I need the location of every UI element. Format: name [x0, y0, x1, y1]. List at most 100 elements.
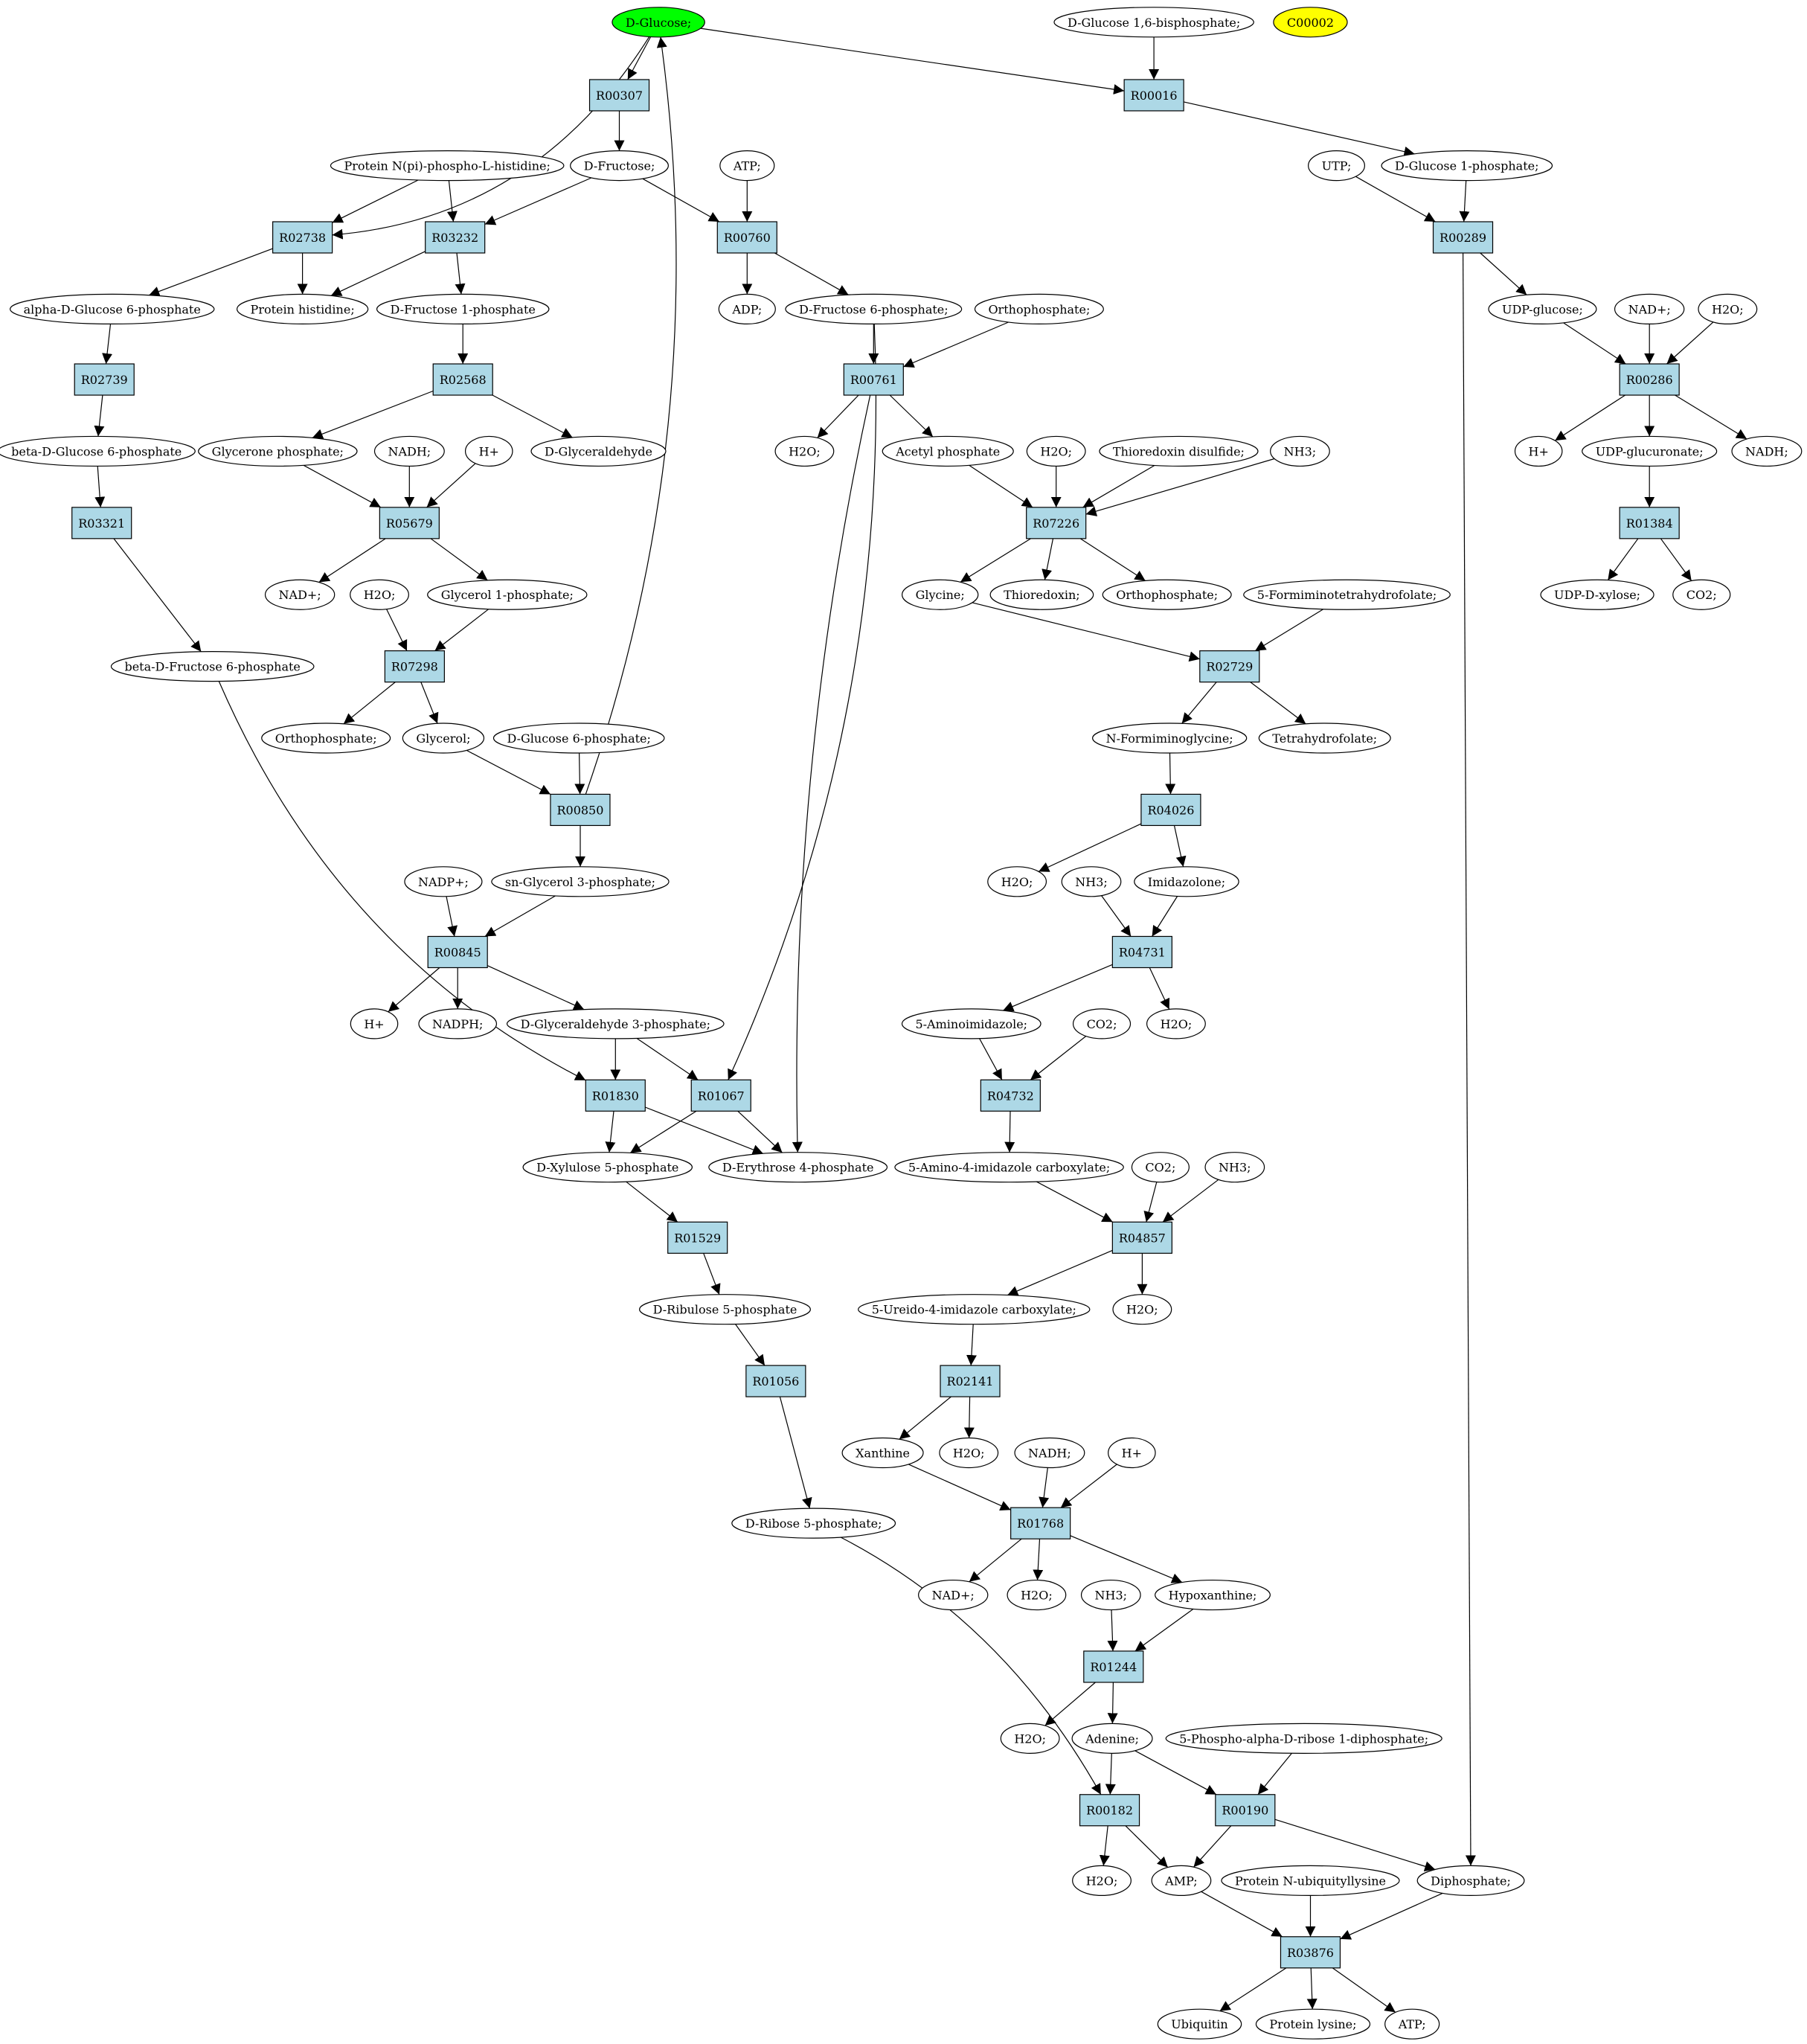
compound-node-nh3[interactable]: NH3; [1204, 1152, 1265, 1183]
compound-node-xanthine[interactable]: Xanthine [841, 1437, 924, 1469]
compound-node-glycerone-phosphate[interactable]: Glycerone phosphate; [198, 435, 358, 467]
compound-node-imidazolone[interactable]: Imidazolone; [1134, 866, 1239, 897]
compound-node-d-fructose[interactable]: D-Fructose; [570, 150, 669, 182]
compound-node-d-glucose-6-phosphate[interactable]: D-Glucose 6-phosphate; [492, 723, 665, 754]
reaction-node-r02729[interactable]: R02729 [1199, 650, 1260, 683]
compound-node-orthophosphate[interactable]: Orthophosphate; [261, 723, 391, 754]
compound-node-h[interactable]: H+ [464, 435, 513, 467]
compound-node-protein-histidine[interactable]: Protein histidine; [236, 293, 369, 324]
compound-node-5-amino-4-imidazole-carboxylate[interactable]: 5-Amino-4-imidazole carboxylate; [894, 1152, 1124, 1183]
compound-node-glycine[interactable]: Glycine; [902, 579, 979, 610]
compound-node-co2[interactable]: CO2; [1072, 1008, 1132, 1039]
reaction-node-r01830[interactable]: R01830 [585, 1079, 646, 1112]
compound-node-utp[interactable]: UTP; [1308, 150, 1365, 182]
compound-node-protein-lysine[interactable]: Protein lysine; [1255, 2008, 1371, 2040]
reaction-node-r03321[interactable]: R03321 [71, 507, 132, 539]
compound-node-h[interactable]: H+ [1514, 435, 1563, 467]
compound-node-atp[interactable]: ATP; [719, 150, 775, 182]
compound-node-nh3[interactable]: NH3; [1270, 435, 1330, 467]
reaction-node-r01067[interactable]: R01067 [690, 1079, 751, 1112]
compound-node-d-glyceraldehyde[interactable]: D-Glyceraldehyde [530, 435, 667, 467]
compound-node-d-ribulose-5-phosphate[interactable]: D-Ribulose 5-phosphate [639, 1294, 811, 1325]
reaction-node-r00760[interactable]: R00760 [716, 221, 777, 254]
reaction-node-r01056[interactable]: R01056 [745, 1365, 806, 1397]
compound-node-nh3[interactable]: NH3; [1061, 866, 1122, 897]
reaction-node-r03232[interactable]: R03232 [425, 221, 486, 254]
reaction-node-r01384[interactable]: R01384 [1619, 507, 1680, 539]
compound-node-adenine[interactable]: Adenine; [1071, 1723, 1153, 1754]
compound-node-h2o[interactable]: H2O; [939, 1437, 999, 1469]
reaction-node-r02141[interactable]: R02141 [940, 1365, 1001, 1397]
compound-node-udp-glucuronate[interactable]: UDP-glucuronate; [1582, 435, 1718, 467]
reaction-node-r00289[interactable]: R00289 [1432, 221, 1494, 254]
reaction-node-r07226[interactable]: R07226 [1026, 507, 1087, 539]
reaction-node-r00016[interactable]: R00016 [1123, 79, 1184, 112]
compound-node-h2o[interactable]: H2O; [1112, 1294, 1172, 1325]
reaction-node-r04857[interactable]: R04857 [1111, 1221, 1172, 1254]
compound-node-5-phospho-alpha-d-ribose-1-diphosphate[interactable]: 5-Phospho-alpha-D-ribose 1-diphosphate; [1165, 1723, 1442, 1754]
compound-node-h2o[interactable]: H2O; [1146, 1008, 1206, 1039]
compound-node-co2[interactable]: CO2; [1672, 579, 1731, 610]
compound-node-nadph[interactable]: NADPH; [418, 1008, 498, 1039]
compound-node-d-ribose-5-phosphate[interactable]: D-Ribose 5-phosphate; [731, 1508, 896, 1539]
compound-node-co2[interactable]: CO2; [1131, 1152, 1190, 1183]
compound-node-5-aminoimidazole[interactable]: 5-Aminoimidazole; [901, 1008, 1041, 1039]
compound-node-h2o[interactable]: H2O; [1000, 1723, 1060, 1754]
compound-node-h2o[interactable]: H2O; [774, 435, 835, 467]
compound-node-nh3[interactable]: NH3; [1080, 1579, 1141, 1611]
compound-node-h2o[interactable]: H2O; [1026, 435, 1086, 467]
compound-node-nad[interactable]: NAD+; [918, 1579, 989, 1611]
reaction-node-r00850[interactable]: R00850 [550, 793, 611, 827]
compound-node-beta-d-fructose-6-phosphate[interactable]: beta-D-Fructose 6-phosphate [110, 651, 315, 682]
compound-node-nad[interactable]: NAD+; [264, 579, 336, 610]
reaction-node-r00845[interactable]: R00845 [427, 935, 488, 969]
reaction-node-r01244[interactable]: R01244 [1083, 1650, 1144, 1683]
reaction-node-r00761[interactable]: R00761 [843, 363, 904, 396]
compound-node-nadp[interactable]: NADP+; [404, 866, 483, 897]
compound-node-nadh[interactable]: NADH; [1014, 1437, 1085, 1469]
reaction-node-r02568[interactable]: R02568 [432, 363, 493, 396]
reaction-node-r03876[interactable]: R03876 [1280, 1936, 1341, 1969]
compound-node-orthophosphate[interactable]: Orthophosphate; [974, 293, 1104, 324]
compound-node-orthophosphate[interactable]: Orthophosphate; [1102, 579, 1232, 610]
reaction-node-r01529[interactable]: R01529 [667, 1221, 728, 1254]
reaction-node-r00182[interactable]: R00182 [1079, 1794, 1140, 1827]
compound-node-thioredoxin-disulfide[interactable]: Thioredoxin disulfide; [1099, 435, 1259, 467]
compound-node-adp[interactable]: ADP; [718, 293, 776, 324]
compound-node-5-formiminotetrahydrofolate[interactable]: 5-Formiminotetrahydrofolate; [1243, 579, 1451, 610]
compound-node-protein-n-pi-phospho-l-histidine[interactable]: Protein N(pi)-phospho-L-histidine; [330, 150, 565, 182]
compound-node-h2o[interactable]: H2O; [1072, 1865, 1132, 1896]
compound-node-h[interactable]: H+ [350, 1008, 399, 1039]
reaction-node-r00190[interactable]: R00190 [1215, 1794, 1276, 1827]
compound-node-h2o[interactable]: H2O; [350, 579, 409, 610]
compound-node-h[interactable]: H+ [1108, 1437, 1156, 1469]
reaction-node-r02738[interactable]: R02738 [272, 221, 333, 254]
compound-node-nad[interactable]: NAD+; [1614, 293, 1685, 324]
compound-node-atp[interactable]: ATP; [1384, 2008, 1440, 2040]
reaction-node-r04732[interactable]: R04732 [980, 1079, 1041, 1112]
compound-node-h2o[interactable]: H2O; [1007, 1579, 1067, 1611]
compound-node-thioredoxin[interactable]: Thioredoxin; [989, 579, 1094, 610]
compound-node-udp-d-xylose[interactable]: UDP-D-xylose; [1540, 579, 1654, 610]
compound-node-d-erythrose-4-phosphate[interactable]: D-Erythrose 4-phosphate [708, 1152, 888, 1183]
compound-node-ubiquitin[interactable]: Ubiquitin [1157, 2008, 1242, 2040]
compound-node-d-glucose[interactable]: D-Glucose; [612, 7, 705, 38]
compound-node-5-ureido-4-imidazole-carboxylate[interactable]: 5-Ureido-4-imidazole carboxylate; [858, 1294, 1091, 1325]
compound-node-amp[interactable]: AMP; [1151, 1865, 1212, 1896]
compound-node-glycerol-1-phosphate[interactable]: Glycerol 1-phosphate; [427, 579, 588, 610]
compound-node-alpha-d-glucose-6-phosphate[interactable]: alpha-D-Glucose 6-phosphate [10, 293, 215, 324]
reaction-node-r00286[interactable]: R00286 [1619, 363, 1680, 396]
compound-node-glycerol[interactable]: Glycerol; [402, 723, 485, 754]
compound-node-d-glyceraldehyde-3-phosphate[interactable]: D-Glyceraldehyde 3-phosphate; [506, 1008, 725, 1039]
compound-node-d-glucose-1-phosphate[interactable]: D-Glucose 1-phosphate; [1381, 150, 1553, 182]
compound-node-diphosphate[interactable]: Diphosphate; [1416, 1865, 1525, 1896]
reaction-node-r00307[interactable]: R00307 [588, 79, 650, 112]
compound-node-acetyl-phosphate[interactable]: Acetyl phosphate [882, 435, 1014, 467]
compound-node-nadh[interactable]: NADH; [1731, 435, 1803, 467]
reaction-node-r05679[interactable]: R05679 [379, 507, 440, 539]
compound-node-sn-glycerol-3-phosphate[interactable]: sn-Glycerol 3-phosphate; [491, 866, 670, 897]
reaction-node-r04026[interactable]: R04026 [1140, 793, 1201, 827]
compound-node-c00002[interactable]: C00002 [1273, 7, 1348, 38]
reaction-node-r04731[interactable]: R04731 [1111, 935, 1172, 969]
reaction-node-r01768[interactable]: R01768 [1010, 1507, 1071, 1540]
